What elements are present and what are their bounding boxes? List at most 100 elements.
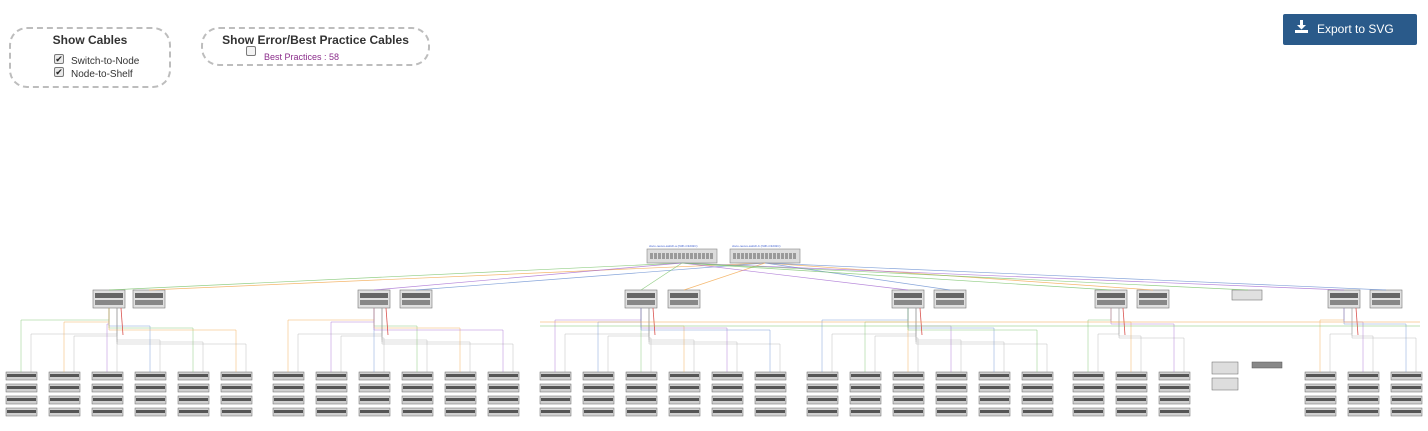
shelf-module [808, 386, 837, 389]
shelf-module [1074, 410, 1103, 413]
shelf-module [1349, 410, 1378, 413]
switch-port [753, 253, 756, 259]
shelf-module [1023, 386, 1052, 389]
node-to-shelf-cable [1118, 308, 1142, 372]
ha-interconnect-cable [652, 307, 656, 336]
controller-node [667, 289, 701, 309]
shelf-module [851, 398, 880, 401]
node-to-shelf-cable [1343, 308, 1407, 372]
switch-port [710, 253, 713, 259]
shelf-module [1306, 398, 1335, 401]
best-practices-checkbox[interactable] [246, 46, 256, 56]
switch-port [690, 253, 693, 259]
node-to-shelf-cable [20, 308, 110, 372]
shelf-module [1023, 410, 1052, 413]
ha-interconnect-cable [919, 307, 923, 336]
controller-module [95, 293, 123, 298]
node-to-shelf-cable [73, 308, 118, 372]
switch-to-node-cable [764, 262, 1387, 291]
shelf-module [403, 410, 432, 413]
shelf-module [1349, 386, 1378, 389]
switch-port [745, 253, 748, 259]
node-to-shelf-cable [874, 308, 917, 372]
shelf-module [93, 374, 122, 377]
controller-module [135, 293, 163, 298]
controller-node [1327, 289, 1361, 309]
switch-port [781, 253, 784, 259]
shelf-module [584, 398, 613, 401]
shelf-module [670, 386, 699, 389]
shelf-module [541, 374, 570, 377]
shelf-module [1392, 398, 1421, 401]
shelf-module [1349, 374, 1378, 377]
switch-port [654, 253, 657, 259]
shelf-module [222, 410, 251, 413]
controller-node [933, 289, 967, 309]
shelf-module [851, 410, 880, 413]
switch-port [733, 253, 736, 259]
controller-module [1097, 293, 1125, 298]
export-to-svg-button[interactable]: Export to SVG [1283, 14, 1417, 45]
node-to-shelf-cable [116, 308, 247, 372]
switch-port [706, 253, 709, 259]
shelf-module [403, 374, 432, 377]
ha-interconnect-cable [1355, 307, 1359, 336]
shelf-module [7, 374, 36, 377]
shelf-module [627, 398, 656, 401]
switch-port [682, 253, 685, 259]
node-to-shelf-cable [116, 308, 161, 372]
shelf-module [403, 386, 432, 389]
shelf-module [584, 374, 613, 377]
shelf-module [1160, 398, 1189, 401]
shelf-module [937, 410, 966, 413]
shelf-module [136, 386, 165, 389]
shelf-module [222, 374, 251, 377]
shelf-module [808, 374, 837, 377]
switch-to-node-cable [415, 262, 766, 291]
switch-to-node-checkbox[interactable]: ✔ [54, 54, 64, 64]
node-to-shelf-cable [564, 308, 650, 372]
controller-module [1097, 300, 1125, 305]
switch-port [761, 253, 764, 259]
shelf-module [50, 398, 79, 401]
controller-module [402, 300, 430, 305]
controller-node [624, 289, 658, 309]
ha-interconnect-cable [1122, 307, 1126, 336]
shelf-module [489, 398, 518, 401]
controller-module [894, 300, 922, 305]
ha-interconnect-cable [120, 307, 124, 336]
switch-port [741, 253, 744, 259]
controller-module [360, 300, 388, 305]
node-to-shelf-cable [1329, 308, 1353, 372]
node-to-shelf-checkbox[interactable]: ✔ [54, 67, 64, 77]
node-to-shelf-cable [607, 308, 650, 372]
controller-module [936, 300, 964, 305]
shelf-module [1306, 374, 1335, 377]
switch-port [694, 253, 697, 259]
node-to-shelf-cable [330, 308, 375, 372]
switch-port [785, 253, 788, 259]
switch-port [674, 253, 677, 259]
controller-module [1330, 300, 1358, 305]
shelf-module [317, 398, 346, 401]
shelf-module [1160, 410, 1189, 413]
controller-node [1369, 289, 1403, 309]
switch-to-node-cable [681, 262, 1112, 291]
shelf-module [179, 398, 208, 401]
switch-port [698, 253, 701, 259]
shelf-module [50, 386, 79, 389]
node-to-shelf-cable [640, 308, 771, 372]
controller-module [627, 293, 655, 298]
shelf-module [627, 410, 656, 413]
controller-module [1139, 300, 1167, 305]
switch-port [702, 253, 705, 259]
node-to-shelf-cable [648, 308, 695, 372]
shelf-module [937, 386, 966, 389]
download-icon [1295, 14, 1309, 45]
shelf-module [179, 410, 208, 413]
shelf-module [489, 410, 518, 413]
shelf-module [7, 410, 36, 413]
controller-module [670, 300, 698, 305]
node-to-shelf-cable [1351, 308, 1417, 372]
shelf-module [317, 374, 346, 377]
